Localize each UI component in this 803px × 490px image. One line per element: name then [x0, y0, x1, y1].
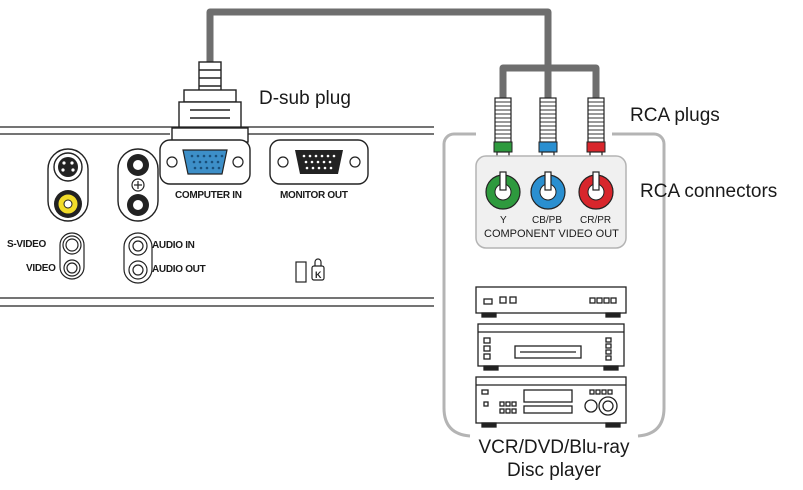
projector-panel	[0, 126, 434, 307]
audio-jack-icon	[117, 148, 159, 222]
device-dvd-player	[475, 376, 627, 428]
cr-pr-label: CR/PR	[580, 215, 612, 226]
dsub-plug-label: D-sub plug	[259, 88, 351, 109]
rca-plugs-label: RCA plugs	[630, 105, 720, 126]
device-vcr	[477, 323, 625, 371]
audio-in-label: AUDIO IN	[152, 240, 195, 251]
device-label-line2: Disc player	[507, 460, 601, 481]
svg-text:K: K	[315, 270, 322, 280]
device-set-top-box	[475, 286, 627, 318]
s-video-label: S-VIDEO	[7, 239, 47, 250]
cb-pb-label: CB/PB	[532, 215, 563, 226]
kensington-lock-icon: K	[295, 258, 325, 283]
monitor-out-port	[269, 139, 369, 185]
video-label: VIDEO	[26, 263, 56, 274]
audio-out-label: AUDIO OUT	[152, 264, 206, 275]
component-video-panel	[475, 155, 627, 249]
device-label-line1: VCR/DVD/Blu-ray	[478, 437, 630, 458]
audio-in-out-jacks	[123, 232, 153, 284]
computer-in-label: COMPUTER IN	[175, 190, 242, 201]
component-video-out-label: COMPONENT VIDEO OUT	[484, 228, 619, 240]
y-label: Y	[500, 215, 507, 226]
device-bracket	[442, 132, 666, 438]
dsub-cable	[206, 8, 552, 98]
s-video-small-jack-icon	[59, 232, 85, 280]
video-jack-icon	[54, 190, 82, 218]
rca-cable	[499, 64, 600, 100]
computer-in-port	[159, 139, 251, 185]
rca-connectors-label: RCA connectors	[640, 181, 778, 202]
monitor-out-label: MONITOR OUT	[280, 190, 348, 201]
